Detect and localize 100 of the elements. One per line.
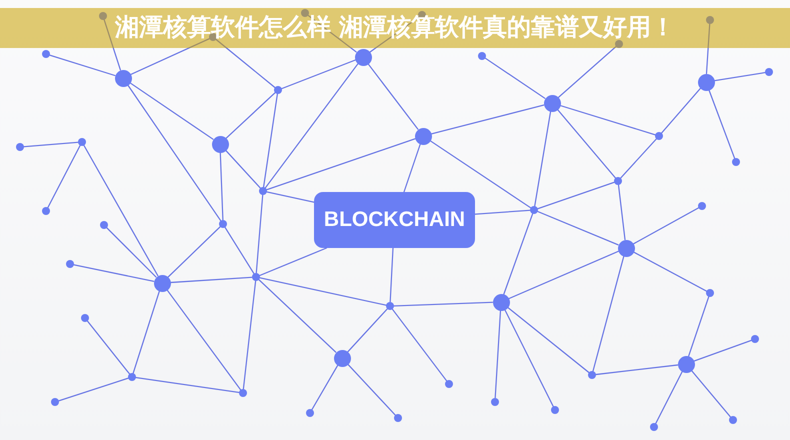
connector-line xyxy=(73,264,154,282)
connector-line xyxy=(168,226,221,278)
connector-line xyxy=(311,364,338,410)
connector-line xyxy=(225,150,261,189)
network-node xyxy=(706,16,714,24)
connector-line xyxy=(632,251,708,292)
network-node xyxy=(492,294,510,310)
connector-line xyxy=(83,144,158,276)
connector-line xyxy=(266,138,416,190)
network-node xyxy=(114,70,132,86)
connector-line xyxy=(430,104,544,134)
network-node xyxy=(66,260,74,268)
connector-line xyxy=(403,143,421,193)
network-node xyxy=(259,187,267,195)
connector-line xyxy=(537,182,615,210)
connector-line xyxy=(655,371,683,424)
network-node xyxy=(478,52,486,60)
connector-line xyxy=(135,377,240,393)
network-node xyxy=(212,136,228,152)
network-node xyxy=(588,371,596,379)
connector-line xyxy=(390,247,394,303)
connector-line xyxy=(47,144,81,208)
connector-line xyxy=(129,82,214,140)
network-node xyxy=(128,373,136,381)
connector-line xyxy=(560,104,656,136)
connector-line xyxy=(592,256,624,372)
network-node xyxy=(618,240,634,256)
connector-line xyxy=(503,213,534,295)
connector-line xyxy=(23,142,79,148)
network-node xyxy=(100,221,108,229)
connector-line xyxy=(693,340,752,362)
network-node xyxy=(678,356,694,372)
connector-line xyxy=(216,38,276,88)
connector-line xyxy=(688,296,710,356)
network-node xyxy=(154,274,170,292)
network-node xyxy=(732,158,740,166)
connector-line xyxy=(49,54,116,76)
connector-line xyxy=(132,290,160,374)
network-node xyxy=(252,273,260,281)
connector-line xyxy=(430,140,532,208)
connector-line xyxy=(86,320,130,374)
network-node xyxy=(78,138,86,146)
network-node xyxy=(698,202,706,210)
network-node xyxy=(16,143,24,151)
connector-line xyxy=(507,306,590,374)
connector-line xyxy=(494,310,502,399)
connector-line xyxy=(226,92,276,139)
network-node xyxy=(274,86,282,94)
connector-line xyxy=(127,84,222,222)
connector-line xyxy=(537,210,619,246)
connector-line xyxy=(708,89,736,159)
network-node xyxy=(414,128,432,144)
network-node xyxy=(51,398,59,406)
network-node xyxy=(551,406,559,414)
connector-line xyxy=(258,279,336,353)
connector-line xyxy=(130,38,210,76)
connector-line xyxy=(259,277,387,306)
connector-line xyxy=(504,309,554,407)
connector-line xyxy=(690,370,731,418)
connector-line xyxy=(632,207,700,244)
connector-line xyxy=(558,46,617,98)
network-node xyxy=(544,94,560,112)
network-node xyxy=(386,302,394,310)
connector-line xyxy=(484,58,546,99)
connector-line xyxy=(714,72,766,82)
network-node xyxy=(698,74,714,90)
connector-line xyxy=(508,250,619,300)
network-node xyxy=(81,314,89,322)
title-banner: 湘潭核算软件怎么样 湘潭核算软件真的靠谱又好用！ xyxy=(0,8,790,48)
network-node xyxy=(306,409,314,417)
network-node xyxy=(394,414,402,422)
connector-line xyxy=(595,364,678,376)
network-node xyxy=(491,398,499,406)
network-node xyxy=(614,177,622,185)
connector-line xyxy=(706,23,710,74)
connector-line xyxy=(392,308,448,382)
network-node xyxy=(706,289,714,297)
connector-line xyxy=(534,110,552,207)
connector-line xyxy=(264,63,358,188)
connector-line xyxy=(347,364,396,416)
network-node xyxy=(219,220,227,228)
network-node xyxy=(650,423,658,431)
connector-line xyxy=(308,14,357,52)
network-node xyxy=(729,416,737,424)
connector-line xyxy=(368,63,418,130)
connector-line xyxy=(170,276,253,284)
connector-line xyxy=(166,289,242,390)
network-node xyxy=(239,389,247,397)
connector-line xyxy=(224,226,254,274)
network-node xyxy=(334,350,350,366)
connector-line xyxy=(474,210,531,215)
connector-line xyxy=(106,227,157,278)
connector-line xyxy=(661,88,701,134)
connector-line xyxy=(556,108,616,178)
connector-line xyxy=(620,138,657,179)
network-node xyxy=(751,335,759,343)
connector-line xyxy=(281,60,356,90)
connector-line xyxy=(266,191,315,203)
connector-line xyxy=(263,93,278,188)
network-node xyxy=(99,12,107,20)
